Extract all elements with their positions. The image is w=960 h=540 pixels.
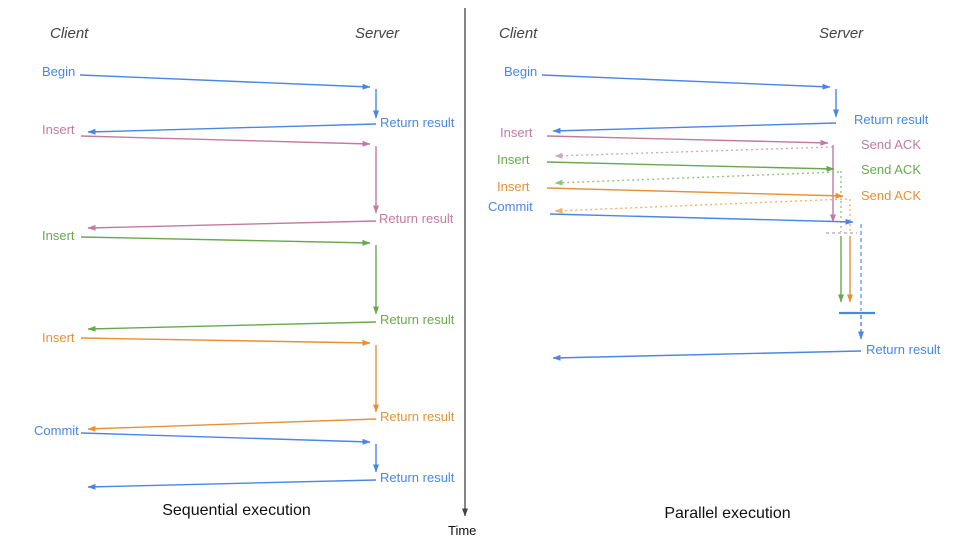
par-insert3-label: Insert <box>497 179 530 194</box>
seq-panel-title: Sequential execution <box>162 502 311 519</box>
par-insert2-ack-arrow <box>554 171 840 186</box>
seq-commit-request-arrow <box>80 432 371 445</box>
par-return-result-1: Return result <box>854 112 929 127</box>
seq-commit-response-arrow <box>87 479 377 490</box>
seq-insert3-request-arrow <box>80 337 371 346</box>
seq-insert3-response-arrow <box>87 418 377 432</box>
par-send-ack-1: Send ACK <box>861 137 921 152</box>
seq-insert1-label: Insert <box>42 122 75 137</box>
par-insert1-label: Insert <box>500 125 533 140</box>
par-begin-request-arrow <box>541 74 831 90</box>
seq-return-result-1: Return result <box>380 115 455 130</box>
seq-insert1-response-arrow <box>87 220 377 231</box>
par-commit-response-arrow <box>552 350 862 361</box>
par-insert3-ack-arrow <box>554 198 848 214</box>
par-insert2-request-arrow <box>546 161 835 172</box>
seq-insert1-request-arrow <box>80 135 371 147</box>
seq-return-result-4: Return result <box>380 409 455 424</box>
seq-insert2-label: Insert <box>42 228 75 243</box>
seq-client-header: Client <box>50 25 89 42</box>
par-insert1-ack-arrow <box>554 146 834 159</box>
par-commit-label: Commit <box>488 199 533 214</box>
par-begin-response-arrow <box>552 122 837 134</box>
seq-insert3-label: Insert <box>42 330 75 345</box>
seq-commit-label: Commit <box>34 423 79 438</box>
par-panel-title: Parallel execution <box>664 505 791 522</box>
seq-insert2-request-arrow <box>80 236 371 246</box>
seq-begin-response-arrow <box>87 123 377 135</box>
par-send-ack-2: Send ACK <box>861 162 921 177</box>
par-client-header: Client <box>499 25 538 42</box>
par-insert2-label: Insert <box>497 152 530 167</box>
par-insert1-request-arrow <box>546 135 829 146</box>
par-begin-label: Begin <box>504 64 538 79</box>
time-axis-label: Time <box>448 523 477 538</box>
seq-begin-label: Begin <box>42 64 76 79</box>
seq-return-result-3: Return result <box>380 312 455 327</box>
seq-server-header: Server <box>355 25 400 42</box>
par-insert3-request-arrow <box>546 187 844 199</box>
seq-begin-request-arrow <box>79 74 371 90</box>
par-send-ack-3: Send ACK <box>861 188 921 203</box>
seq-insert2-response-arrow <box>87 321 377 332</box>
par-return-result-2: Return result <box>866 342 941 357</box>
seq-return-result-2: Return result <box>379 211 454 226</box>
par-commit-request-arrow <box>549 213 854 225</box>
seq-return-result-5: Return result <box>380 470 455 485</box>
par-server-header: Server <box>819 25 864 42</box>
